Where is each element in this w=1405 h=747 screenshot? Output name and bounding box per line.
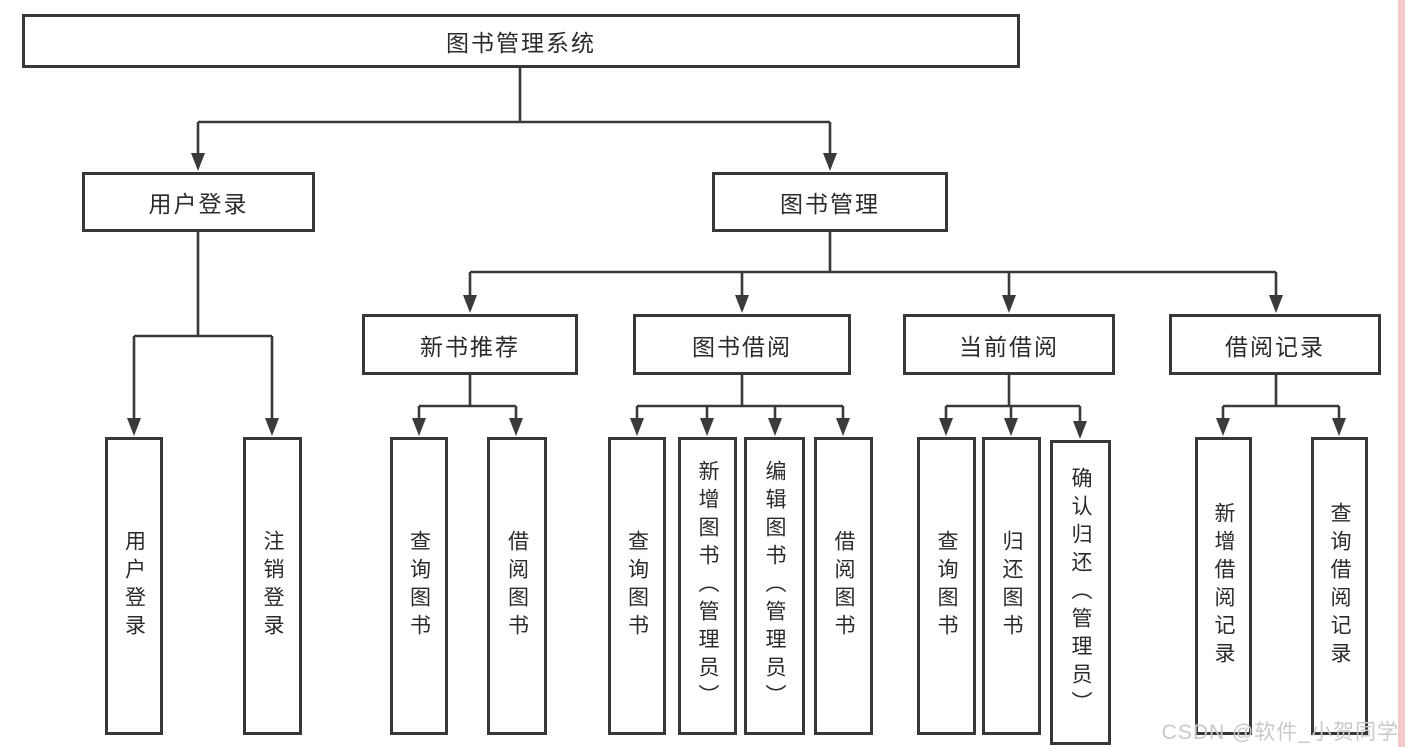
node-root-system: 图书管理系统 bbox=[22, 14, 1020, 68]
leaf-confirm-return-admin: 确认归还（管理员） bbox=[1050, 440, 1111, 745]
node-book-borrowing-label: 图书借阅 bbox=[692, 333, 792, 360]
node-user-login: 用户登录 bbox=[82, 172, 315, 232]
leaf-query-borrow-record: 查询借阅记录 bbox=[1311, 437, 1368, 735]
leaf-current-query-books: 查询图书 bbox=[917, 437, 976, 735]
csdn-watermark-strip bbox=[1398, 0, 1405, 747]
node-book-borrowing: 图书借阅 bbox=[633, 314, 851, 375]
leaf-add-borrow-record: 新增借阅记录 bbox=[1195, 437, 1252, 735]
leaf-user-login-label: 用户登录 bbox=[122, 530, 146, 642]
leaf-return-books-label: 归还图书 bbox=[1000, 530, 1023, 642]
node-book-management-label: 图书管理 bbox=[780, 191, 880, 217]
leaf-user-login: 用户登录 bbox=[105, 437, 163, 735]
leaf-query-borrow-record-label: 查询借阅记录 bbox=[1328, 502, 1351, 670]
leaf-return-books: 归还图书 bbox=[982, 437, 1041, 735]
node-new-book-recommend-label: 新书推荐 bbox=[420, 333, 520, 360]
node-root-system-label: 图书管理系统 bbox=[446, 30, 596, 56]
node-current-borrowing: 当前借阅 bbox=[903, 314, 1115, 375]
leaf-recommend-query-books-label: 查询图书 bbox=[407, 530, 431, 642]
leaf-logout: 注销登录 bbox=[243, 437, 302, 735]
leaf-recommend-query-books: 查询图书 bbox=[390, 437, 448, 735]
leaf-recommend-borrow-books: 借阅图书 bbox=[487, 437, 547, 735]
node-user-login-label: 用户登录 bbox=[148, 191, 249, 217]
leaf-logout-label: 注销登录 bbox=[261, 530, 284, 642]
leaf-add-books-admin-label: 新增图书（管理员） bbox=[696, 460, 719, 712]
node-current-borrowing-label: 当前借阅 bbox=[959, 333, 1059, 360]
node-borrowing-records: 借阅记录 bbox=[1169, 314, 1381, 375]
leaf-edit-books-admin-label: 编辑图书（管理员） bbox=[763, 460, 786, 712]
node-borrowing-records-label: 借阅记录 bbox=[1225, 333, 1325, 360]
leaf-add-borrow-record-label: 新增借阅记录 bbox=[1212, 502, 1235, 670]
leaf-confirm-return-admin-label: 确认归还（管理员） bbox=[1069, 466, 1092, 719]
node-book-management: 图书管理 bbox=[712, 172, 948, 232]
leaf-borrow-books-label: 借阅图书 bbox=[832, 530, 855, 642]
leaf-borrow-books: 借阅图书 bbox=[814, 437, 873, 735]
leaf-recommend-borrow-books-label: 借阅图书 bbox=[505, 530, 529, 642]
node-new-book-recommend: 新书推荐 bbox=[362, 314, 578, 375]
leaf-borrowing-query-books: 查询图书 bbox=[608, 437, 666, 735]
leaf-add-books-admin: 新增图书（管理员） bbox=[678, 437, 737, 735]
leaf-edit-books-admin: 编辑图书（管理员） bbox=[744, 437, 805, 735]
arrowheads bbox=[127, 153, 1346, 439]
leaf-borrowing-query-books-label: 查询图书 bbox=[625, 530, 649, 642]
leaf-current-query-books-label: 查询图书 bbox=[935, 530, 958, 642]
